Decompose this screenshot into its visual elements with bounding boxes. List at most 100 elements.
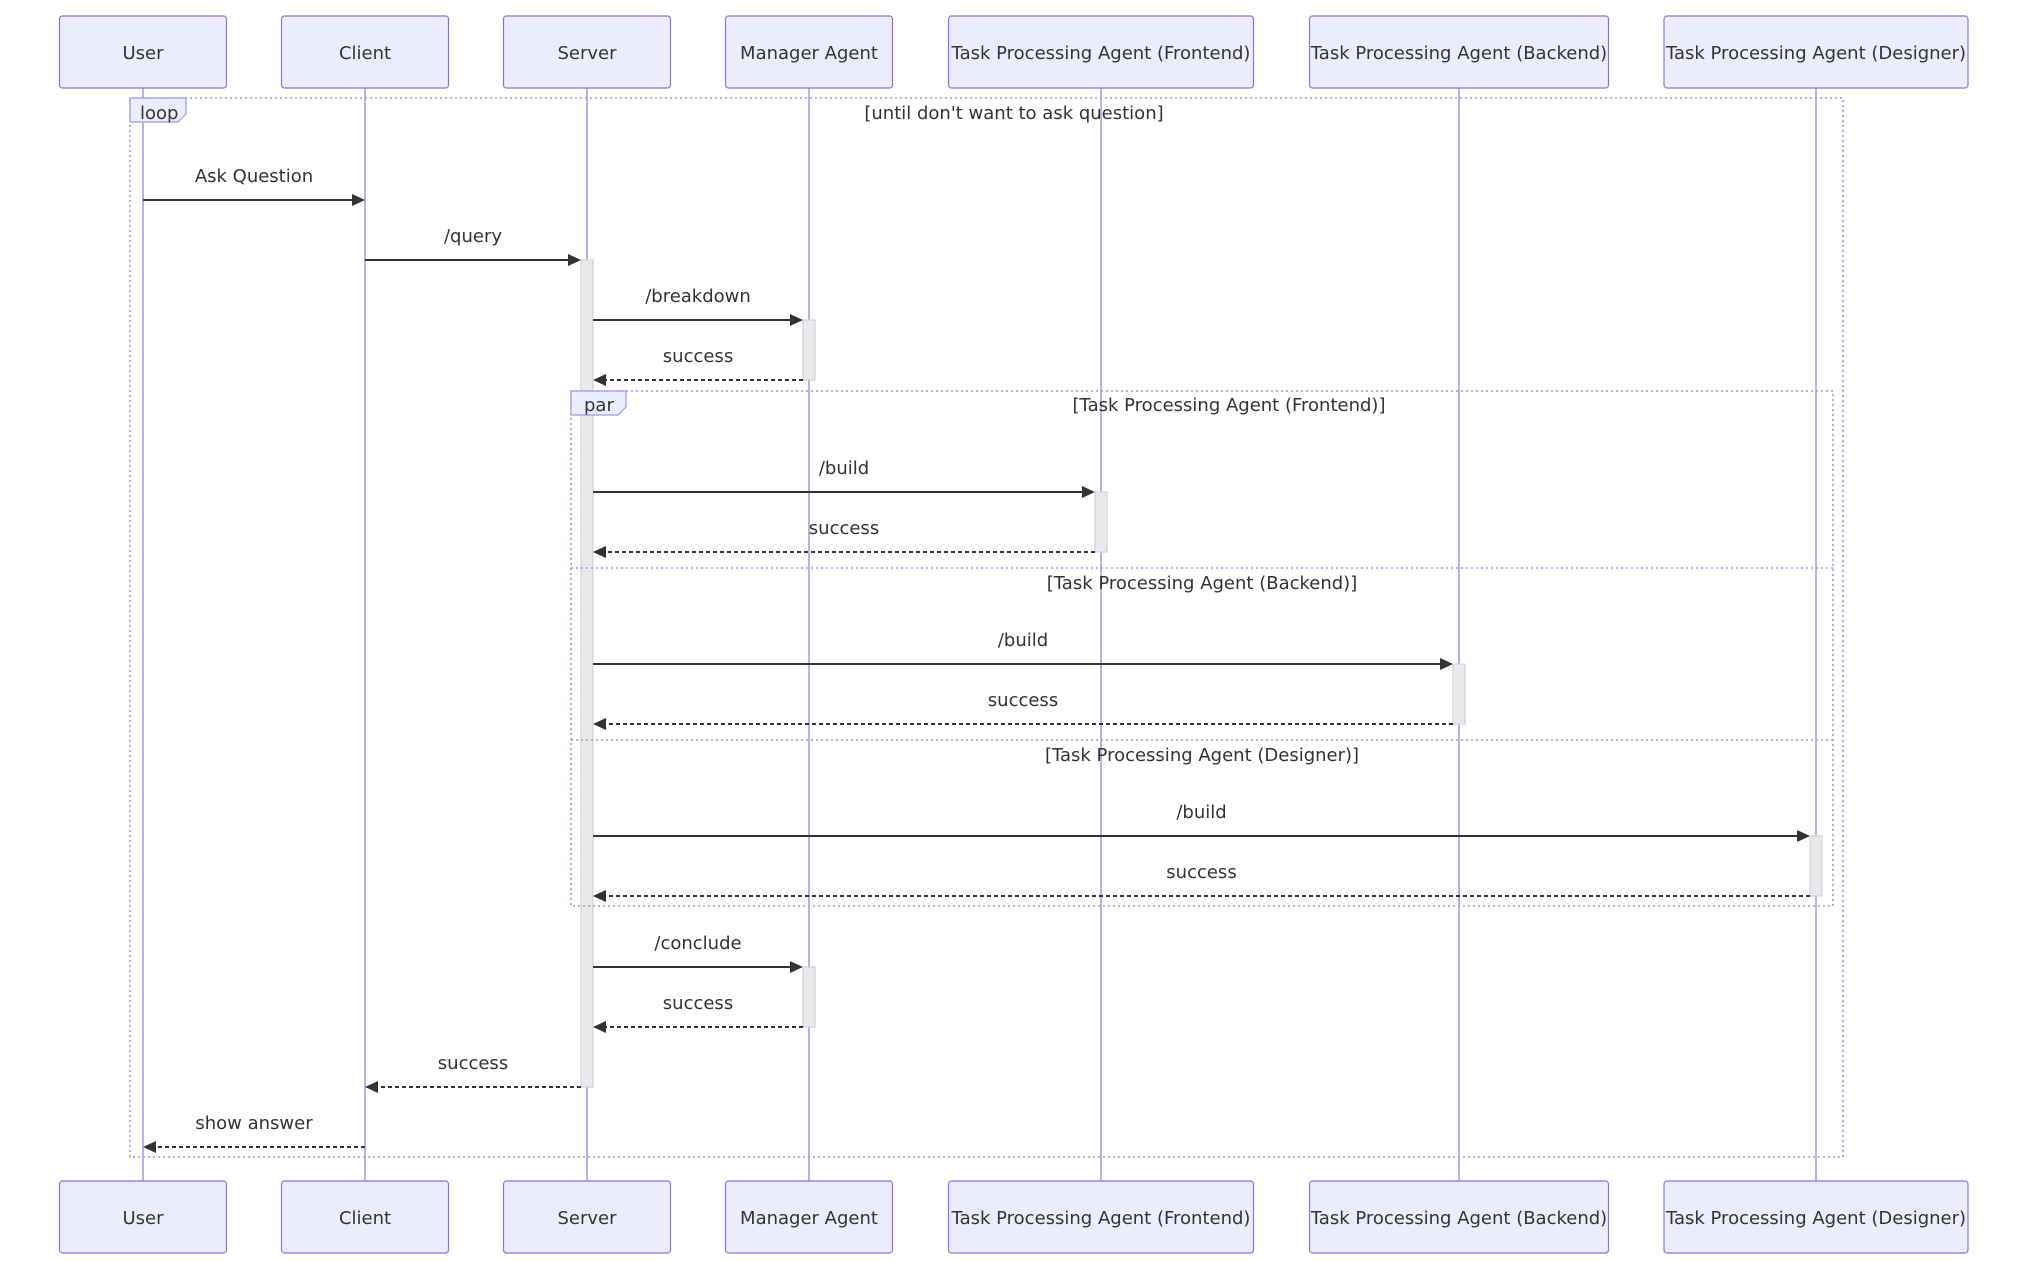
participant-label: Client: [339, 1208, 391, 1229]
message: success: [593, 690, 1453, 730]
loop-frame: loop [until don't want to ask question]: [129, 97, 1844, 1158]
message-label: /build: [819, 458, 869, 479]
loop-condition: [until don't want to ask question]: [864, 103, 1163, 124]
message: /breakdown: [593, 286, 803, 326]
par-keyword: par: [584, 395, 614, 416]
participant-box: [724, 1180, 894, 1254]
message: show answer: [143, 1113, 365, 1153]
arrowhead-icon: [593, 890, 606, 902]
fragment-frames: loop [until don't want to ask question] pa…: [129, 97, 1844, 1158]
par-branch-condition: [Task Processing Agent (Backend)]: [1047, 573, 1357, 594]
message: Ask Question: [143, 166, 365, 206]
message-label: /breakdown: [645, 286, 751, 307]
participant-box: [1308, 15, 1610, 89]
message: success: [365, 1053, 581, 1093]
message: /query: [365, 226, 581, 266]
participant-box: [58, 1180, 228, 1254]
participant-label: User: [122, 1208, 164, 1229]
participant-user-bottom: User: [58, 1180, 228, 1254]
participant-manager-top: Manager Agent: [724, 15, 894, 89]
arrowhead-icon: [365, 1081, 378, 1093]
participant-label: Manager Agent: [740, 1208, 878, 1229]
participant-label: Task Processing Agent (Designer): [1665, 1208, 1966, 1229]
message-label: /build: [998, 630, 1048, 651]
participant-label: Task Processing Agent (Frontend): [951, 43, 1251, 64]
participant-box: [502, 1180, 672, 1254]
par-frame-tab: [570, 390, 627, 416]
message: /build: [593, 802, 1810, 842]
loop-keyword: loop: [140, 103, 178, 124]
message: success: [593, 518, 1095, 558]
participant-box: [280, 15, 450, 89]
participant-label: Task Processing Agent (Backend): [1310, 1208, 1607, 1229]
participant-label: Task Processing Agent (Backend): [1310, 43, 1607, 64]
messages: Ask Question/query/breakdown success/buil…: [143, 166, 1810, 1153]
activation-backend: [1452, 663, 1466, 725]
loop-frame-tab: [129, 97, 187, 123]
message-label: success: [809, 518, 879, 539]
participant-designer-bottom: Task Processing Agent (Designer): [1663, 1180, 1969, 1254]
message: success: [593, 346, 803, 386]
participant-user-top: User: [58, 15, 228, 89]
loop-frame-border: [129, 97, 1844, 1158]
message: success: [593, 993, 803, 1033]
participant-box: [58, 15, 228, 89]
activation-manager: [802, 319, 816, 381]
arrowhead-icon: [593, 374, 606, 386]
par-frame-border: [570, 390, 1834, 907]
arrowhead-icon: [1797, 830, 1810, 842]
participants-top: User Client Server Manager Agent Task Proces…: [58, 15, 1969, 89]
activation-server: [580, 259, 594, 1088]
participant-label: Client: [339, 43, 391, 64]
message: success: [593, 862, 1810, 902]
message: /build: [593, 630, 1453, 670]
participant-designer-top: Task Processing Agent (Designer): [1663, 15, 1969, 89]
arrowhead-icon: [593, 718, 606, 730]
par-branch-condition: [Task Processing Agent (Frontend)]: [1073, 395, 1386, 416]
arrowhead-icon: [143, 1141, 156, 1153]
arrowhead-icon: [593, 1021, 606, 1033]
participant-server-top: Server: [502, 15, 672, 89]
arrowhead-icon: [1440, 658, 1453, 670]
participant-label: Task Processing Agent (Frontend): [951, 1208, 1251, 1229]
participants-bottom: User Client Server Manager Agent Task Proces…: [58, 1180, 1969, 1254]
par-frame: par [Task Processing Agent (Frontend)] [Ta…: [570, 390, 1834, 907]
participant-box: [280, 1180, 450, 1254]
participant-client-bottom: Client: [280, 1180, 450, 1254]
participant-label: Server: [557, 1208, 617, 1229]
participant-label: Server: [557, 43, 617, 64]
participant-box: [1308, 1180, 1610, 1254]
activations: [580, 259, 1823, 1088]
participant-box: [1663, 15, 1969, 89]
message: /conclude: [593, 933, 803, 973]
activation-frontend: [1094, 491, 1108, 553]
activation-manager: [802, 966, 816, 1028]
message-label: success: [663, 993, 733, 1014]
arrowhead-icon: [352, 194, 365, 206]
participant-backend-top: Task Processing Agent (Backend): [1308, 15, 1610, 89]
arrowhead-icon: [593, 546, 606, 558]
arrowhead-icon: [568, 254, 581, 266]
message-label: success: [663, 346, 733, 367]
participant-client-top: Client: [280, 15, 450, 89]
participant-label: User: [122, 43, 164, 64]
message-label: success: [1166, 862, 1236, 883]
participant-frontend-top: Task Processing Agent (Frontend): [947, 15, 1255, 89]
message-label: success: [988, 690, 1058, 711]
participant-box: [724, 15, 894, 89]
participant-box: [502, 15, 672, 89]
message-label: Ask Question: [195, 166, 313, 187]
participant-manager-bottom: Manager Agent: [724, 1180, 894, 1254]
participant-box: [1663, 1180, 1969, 1254]
message: /build: [593, 458, 1095, 498]
lifelines: [142, 88, 1817, 1181]
participant-box: [947, 15, 1255, 89]
par-branch-condition: [Task Processing Agent (Designer)]: [1045, 745, 1359, 766]
participant-frontend-bottom: Task Processing Agent (Frontend): [947, 1180, 1255, 1254]
activation-designer: [1809, 835, 1823, 897]
arrowhead-icon: [790, 314, 803, 326]
participant-label: Manager Agent: [740, 43, 878, 64]
participant-server-bottom: Server: [502, 1180, 672, 1254]
arrowhead-icon: [790, 961, 803, 973]
